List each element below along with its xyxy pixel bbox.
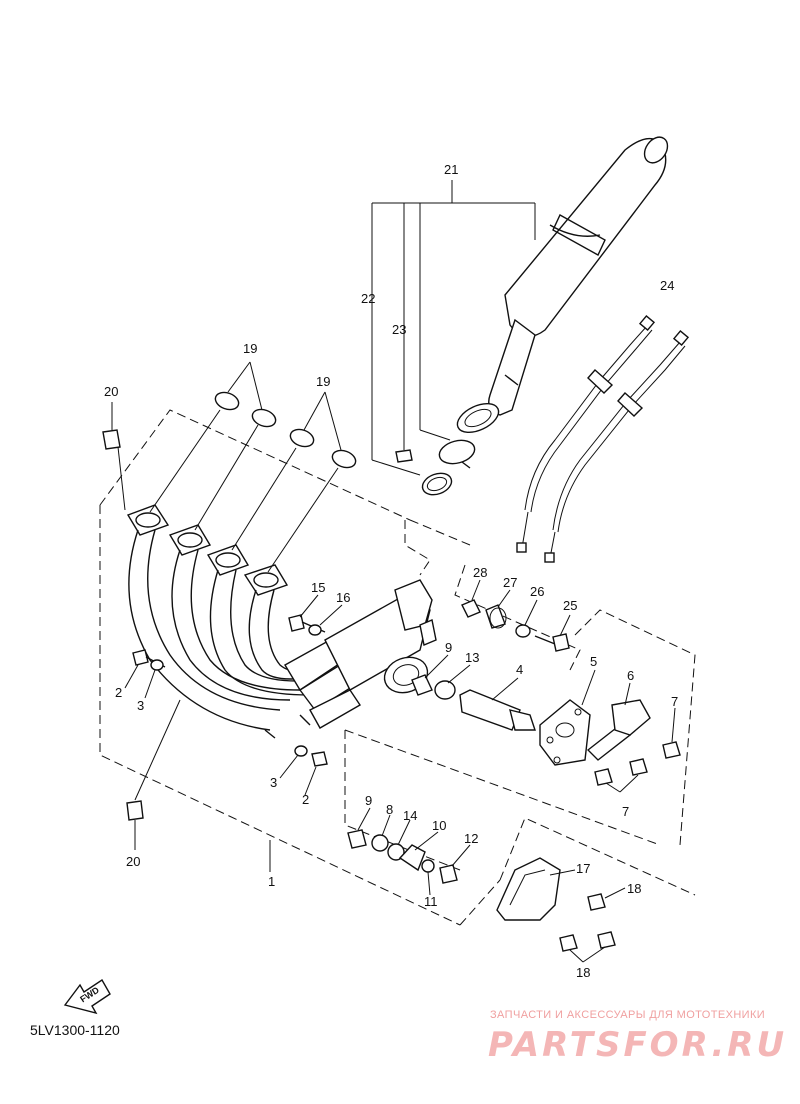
watermark: ЗАПЧАСТИ И АКСЕССУАРЫ ДЛЯ МОТОТЕХНИКИ PA… xyxy=(488,1009,787,1065)
callout-12: 12 xyxy=(464,831,478,846)
callout-16: 16 xyxy=(336,590,350,605)
callout-19: 19 xyxy=(316,374,330,389)
header-pipes xyxy=(126,504,437,739)
callout-23: 23 xyxy=(392,322,406,337)
callout-5: 5 xyxy=(590,654,597,669)
callout-15: 15 xyxy=(311,580,325,595)
exhaust-assembly-outline xyxy=(99,409,501,926)
callout-24: 24 xyxy=(660,278,674,293)
callout-13: 13 xyxy=(465,650,479,665)
lower-servo-parts xyxy=(347,807,471,896)
callout-3: 3 xyxy=(270,775,277,790)
fwd-arrow: FWD xyxy=(63,979,111,1015)
callout-10: 10 xyxy=(432,818,446,833)
bolt-15-washer-16 xyxy=(288,594,343,636)
watermark-logo: PARTSFOR.RU xyxy=(488,1025,787,1065)
callout-2: 2 xyxy=(115,685,122,700)
bolts-20 xyxy=(102,402,181,850)
callout-20: 20 xyxy=(104,384,118,399)
watermark-tagline: ЗАПЧАСТИ И АКСЕССУАРЫ ДЛЯ МОТОТЕХНИКИ xyxy=(490,1009,765,1021)
bolts-2-washers-3 xyxy=(124,649,328,796)
callout-27: 27 xyxy=(503,575,517,590)
callout-8: 8 xyxy=(386,802,393,817)
throttle-cables xyxy=(516,314,690,563)
bracket-21 xyxy=(371,180,536,476)
callout-22: 22 xyxy=(361,291,375,306)
callout-26: 26 xyxy=(530,584,544,599)
callout-6: 6 xyxy=(627,668,634,683)
gaskets-19 xyxy=(149,361,357,573)
callout-7: 7 xyxy=(671,694,678,709)
callout-labels: 1 2 2 3 3 4 5 6 7 7 8 9 9 10 11 12 13 14… xyxy=(104,162,678,980)
servo-cover-group xyxy=(496,817,696,963)
callout-9: 9 xyxy=(365,793,372,808)
callout-20: 20 xyxy=(126,854,140,869)
callout-7: 7 xyxy=(622,804,629,819)
servo-pulley-group xyxy=(344,609,696,871)
callout-18: 18 xyxy=(627,881,641,896)
callout-17: 17 xyxy=(576,861,590,876)
callout-28: 28 xyxy=(473,565,487,580)
callout-3: 3 xyxy=(137,698,144,713)
callout-19: 19 xyxy=(243,341,257,356)
callout-2: 2 xyxy=(302,792,309,807)
callout-1: 1 xyxy=(268,874,275,889)
muffler-assembly xyxy=(456,136,669,434)
pivot-parts-group xyxy=(454,564,581,671)
servo-shaft-parts xyxy=(411,654,536,731)
callout-18: 18 xyxy=(576,965,590,980)
callout-25: 25 xyxy=(563,598,577,613)
callout-4: 4 xyxy=(516,662,523,677)
callout-21: 21 xyxy=(444,162,458,177)
callout-14: 14 xyxy=(403,808,417,823)
muffler-gaskets xyxy=(395,439,476,496)
diagram-code: 5LV1300-1120 xyxy=(30,1022,120,1038)
callout-9: 9 xyxy=(445,640,452,655)
callout-11: 11 xyxy=(424,894,438,909)
